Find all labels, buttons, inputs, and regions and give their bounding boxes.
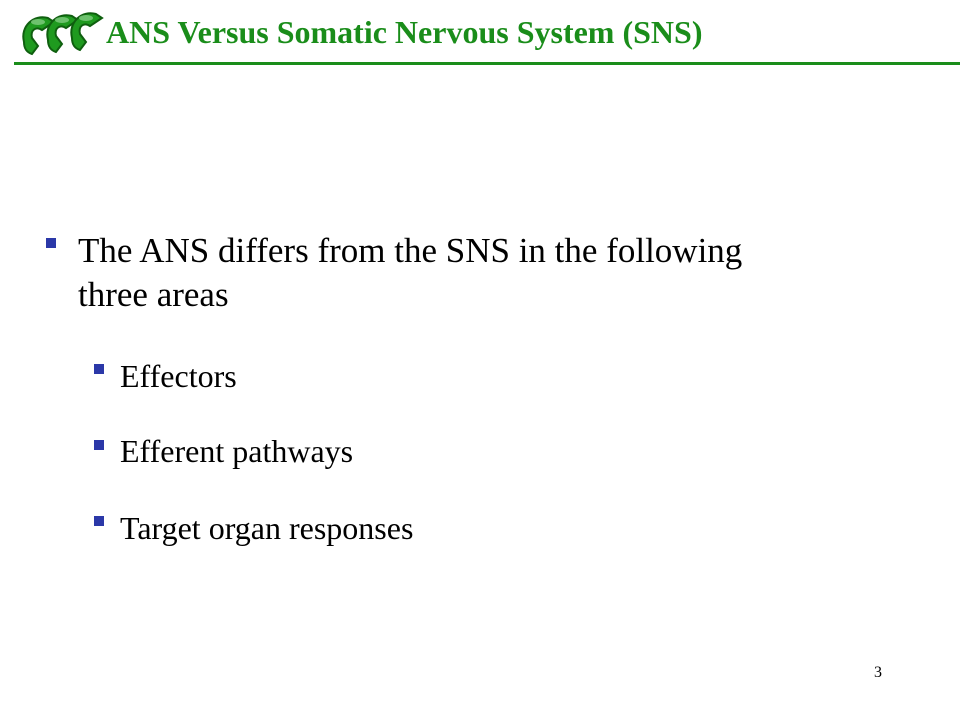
sub-bullet-target-organ-responses: Target organ responses [120, 510, 414, 546]
sub-bullet-effectors: Effectors [120, 358, 237, 394]
slide-title: ANS Versus Somatic Nervous System (SNS) [106, 14, 703, 50]
bullet-square-icon [94, 364, 104, 374]
bullet-square-icon [46, 238, 56, 248]
main-bullet-line-2: three areas [78, 275, 229, 314]
sub-bullet-efferent-pathways: Efferent pathways [120, 433, 354, 469]
bullet-square-icon [94, 440, 104, 450]
title-underline [14, 62, 960, 65]
page-number: 3 [874, 664, 882, 681]
main-bullet-text: The ANS differs from the SNS in the foll… [78, 229, 742, 317]
ecc-logo [22, 12, 104, 56]
main-bullet-line-1: The ANS differs from the SNS in the foll… [78, 231, 743, 270]
bullet-square-icon [94, 516, 104, 526]
